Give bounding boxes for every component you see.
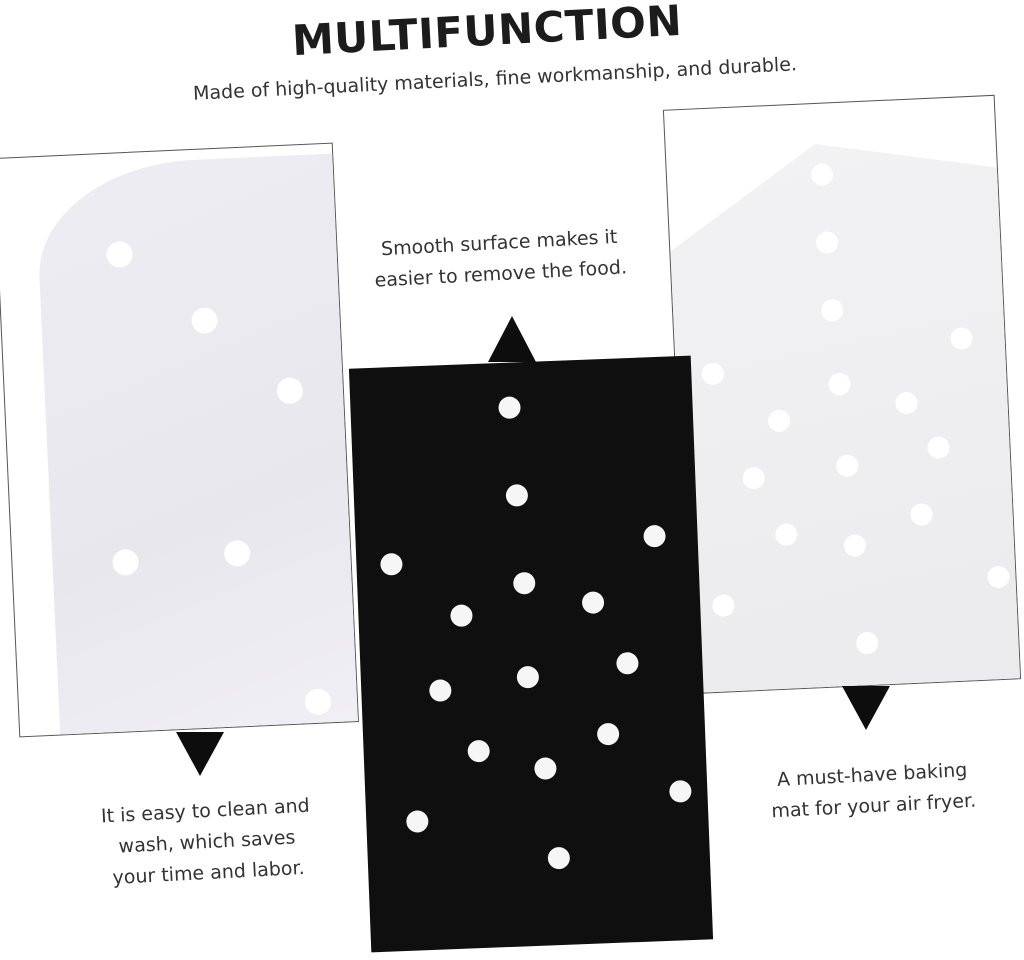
triangle-down-icon bbox=[176, 732, 224, 776]
perforation-hole bbox=[428, 679, 452, 702]
triangle-up-icon bbox=[488, 316, 536, 362]
perforation-hole bbox=[405, 810, 429, 833]
perforation-hole bbox=[450, 604, 473, 628]
perforation-hole bbox=[596, 722, 620, 746]
caption-smooth-surface: Smooth surface makes it easier to remove… bbox=[329, 219, 672, 299]
white-perforated-sheet bbox=[34, 153, 359, 738]
perforation-hole bbox=[643, 524, 666, 548]
perforation-hole bbox=[547, 846, 571, 870]
perforation-hole bbox=[616, 651, 639, 675]
caption-must-have: A must-have baking mat for your air frye… bbox=[737, 753, 1010, 829]
perforation-hole bbox=[512, 571, 536, 595]
page-title: MULTIFUNCTION bbox=[290, 0, 684, 66]
perforation-hole bbox=[533, 757, 557, 780]
white-mat-left-image bbox=[0, 142, 359, 738]
perforation-hole bbox=[516, 665, 540, 689]
perforation-hole bbox=[668, 779, 692, 803]
perforation-hole bbox=[380, 552, 403, 576]
perforation-hole bbox=[581, 591, 605, 614]
perforation-hole bbox=[467, 739, 491, 763]
black-mat-image bbox=[348, 355, 714, 953]
caption-easy-clean: It is easy to clean and wash, which save… bbox=[60, 788, 354, 896]
perforation-hole bbox=[505, 484, 529, 507]
perforation-hole bbox=[498, 396, 521, 420]
triangle-down-icon bbox=[842, 686, 890, 730]
white-mat-right-image bbox=[662, 94, 1022, 695]
page-subtitle: Made of high-quality materials, fine wor… bbox=[192, 53, 798, 105]
